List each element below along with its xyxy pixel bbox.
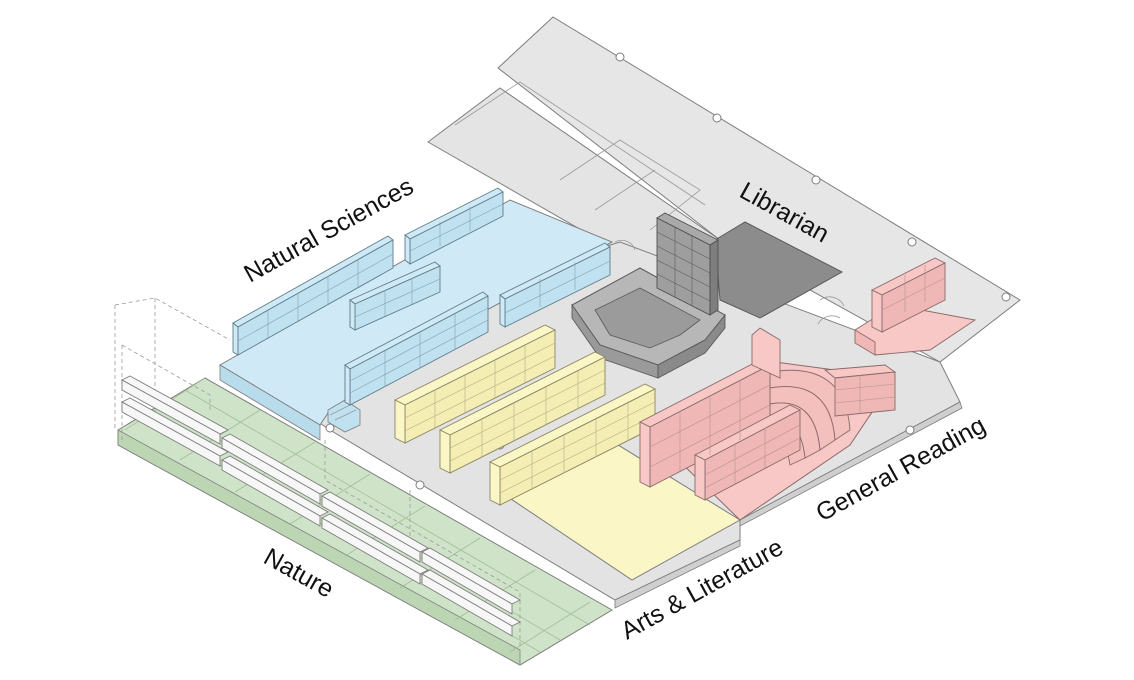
librarian-office-floor <box>714 221 844 319</box>
arts-literature-zone <box>393 324 741 581</box>
librarian-shelf <box>656 212 719 316</box>
general-reading-alcove-shelf <box>854 257 946 356</box>
librarian-zone <box>571 212 844 379</box>
general-reading-zone <box>639 257 977 521</box>
floor-plate <box>228 16 1021 609</box>
arts-literature-shelves <box>393 324 657 506</box>
nature-zone <box>114 297 613 666</box>
natural-sciences-zone <box>219 187 614 441</box>
circulation-desk <box>571 267 726 379</box>
back-office-floor <box>497 16 1021 363</box>
natural-sciences-shelves <box>232 187 611 406</box>
nature-benches <box>121 375 521 637</box>
